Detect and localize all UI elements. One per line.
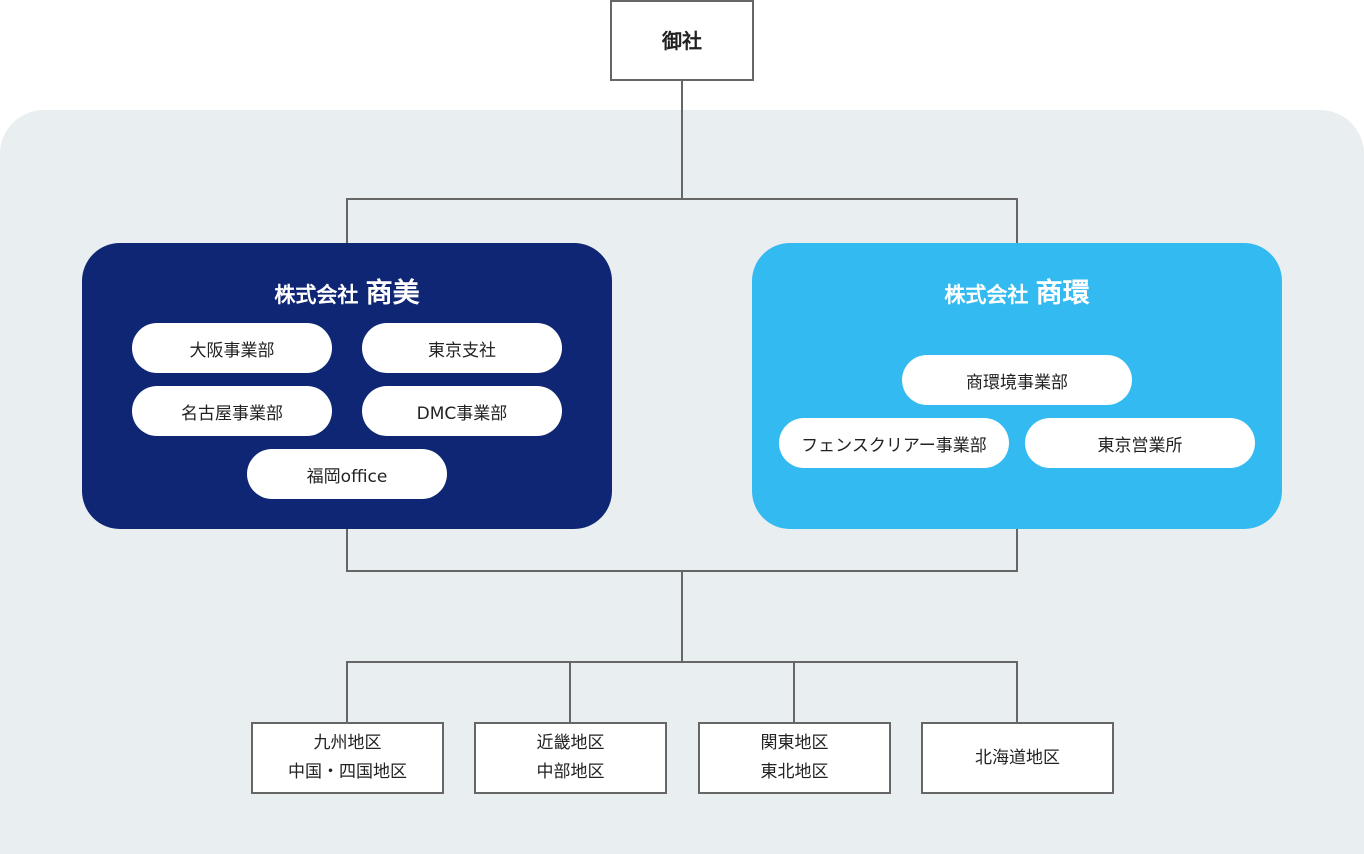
- connector-split-to-companies: [346, 198, 1018, 243]
- region-1-line1: 九州地区: [313, 733, 382, 753]
- company-shobi-title: 株式会社 商美: [82, 271, 612, 310]
- region-2-line1: 近畿地区: [536, 733, 605, 753]
- unit-tokyo-office: 東京営業所: [1025, 418, 1255, 468]
- region-box-2: 近畿地区 中部地区: [474, 722, 667, 794]
- connector-companies-to-merge: [346, 529, 1018, 572]
- company-shobi: 株式会社 商美 大阪事業部 東京支社 名古屋事業部 DMC事業部 福岡offic…: [82, 243, 612, 529]
- unit-fence-clear: フェンスクリアー事業部: [779, 418, 1009, 468]
- company-shobi-name: 商美: [365, 278, 420, 309]
- region-1-line2: 中国・四国地区: [288, 762, 407, 782]
- region-4-line1: 北海道地区: [975, 747, 1060, 768]
- company-shokan-title: 株式会社 商環: [752, 271, 1282, 310]
- region-3-line2: 東北地区: [760, 762, 829, 782]
- company-shokan: 株式会社 商環 商環境事業部 フェンスクリアー事業部 東京営業所: [752, 243, 1282, 529]
- company-shokan-name: 商環: [1035, 278, 1090, 309]
- unit-dmc: DMC事業部: [362, 386, 562, 436]
- unit-fukuoka: 福岡office: [247, 449, 447, 499]
- connector-region-bus: [346, 661, 1018, 722]
- region-box-1: 九州地区 中国・四国地区: [251, 722, 444, 794]
- unit-tokyo-branch: 東京支社: [362, 323, 562, 373]
- client-company-box: 御社: [610, 0, 754, 81]
- unit-osaka: 大阪事業部: [132, 323, 332, 373]
- region-3-line1: 関東地区: [760, 733, 829, 753]
- region-box-4: 北海道地区: [921, 722, 1114, 794]
- company-shokan-prefix: 株式会社: [944, 283, 1029, 307]
- unit-shokankyo: 商環境事業部: [902, 355, 1132, 405]
- company-shobi-prefix: 株式会社: [274, 283, 359, 307]
- region-2-line2: 中部地区: [536, 762, 605, 782]
- unit-nagoya: 名古屋事業部: [132, 386, 332, 436]
- region-box-3: 関東地区 東北地区: [698, 722, 891, 794]
